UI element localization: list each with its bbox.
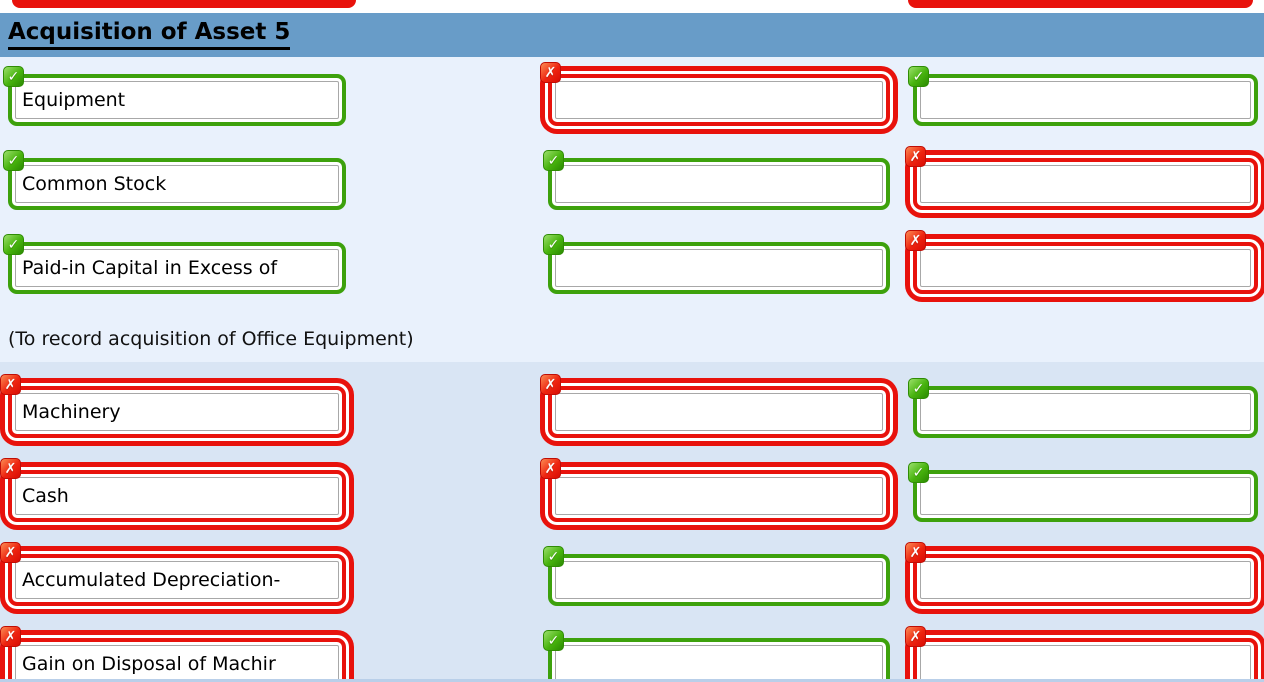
debit-field-cell: ✓ [543, 234, 890, 294]
debit-input[interactable] [555, 393, 883, 431]
x-badge-icon: ✗ [0, 374, 21, 395]
x-badge-icon: ✗ [540, 62, 561, 83]
check-badge-icon: ✓ [543, 150, 564, 171]
credit-field-cell: ✗ [905, 542, 1258, 606]
bottom-border [0, 679, 1264, 682]
debit-field-cell: ✓ [543, 630, 890, 682]
check-badge-icon: ✓ [908, 66, 929, 87]
check-badge-icon: ✓ [543, 546, 564, 567]
check-badge-icon: ✓ [3, 234, 24, 255]
account-field-cell: ✗ Gain on Disposal of Machir [0, 626, 346, 682]
account-input[interactable]: Machinery [15, 393, 339, 431]
debit-input[interactable] [555, 561, 883, 599]
credit-field-cell: ✗ [905, 626, 1258, 682]
x-badge-icon: ✗ [540, 458, 561, 479]
debit-field-cell: ✗ [540, 374, 890, 438]
check-badge-icon: ✓ [543, 234, 564, 255]
credit-field-cell: ✓ [908, 66, 1258, 126]
credit-field-cell: ✓ [908, 462, 1258, 522]
x-badge-icon: ✗ [0, 458, 21, 479]
debit-field-cell: ✗ [540, 62, 890, 126]
journal-row: ✓ Paid-in Capital in Excess of ✓ ✗ [0, 230, 1264, 294]
check-badge-icon: ✓ [3, 150, 24, 171]
entry-note: (To record acquisition of Office Equipme… [8, 328, 414, 350]
check-badge-icon: ✓ [543, 630, 564, 651]
account-input[interactable]: Accumulated Depreciation- [15, 561, 339, 599]
x-badge-icon: ✗ [540, 374, 561, 395]
debit-field-cell: ✗ [540, 458, 890, 522]
x-badge-icon: ✗ [905, 230, 926, 251]
credit-input[interactable] [920, 81, 1251, 119]
account-field-cell: ✗ Machinery [0, 374, 346, 438]
credit-field-cell: ✗ [905, 146, 1258, 210]
clipped-field-fragment-left [12, 0, 356, 8]
credit-input[interactable] [920, 561, 1251, 599]
journal-row: ✗ Cash ✗ ✓ [0, 458, 1264, 522]
account-input[interactable]: Gain on Disposal of Machir [15, 645, 339, 682]
journal-row: ✗ Gain on Disposal of Machir ✓ ✗ [0, 626, 1264, 682]
x-badge-icon: ✗ [905, 146, 926, 167]
credit-input[interactable] [920, 249, 1251, 287]
journal-row: ✗ Accumulated Depreciation- ✓ ✗ [0, 542, 1264, 606]
account-input[interactable]: Cash [15, 477, 339, 515]
x-badge-icon: ✗ [905, 542, 926, 563]
clipped-field-fragment-right [908, 0, 1253, 8]
debit-field-cell: ✓ [543, 546, 890, 606]
page-title: Acquisition of Asset 5 [8, 20, 291, 50]
credit-input[interactable] [920, 477, 1251, 515]
check-badge-icon: ✓ [908, 378, 929, 399]
journal-row: ✗ Machinery ✗ ✓ [0, 374, 1264, 438]
journal-row: ✓ Equipment ✗ ✓ [0, 62, 1264, 126]
journal-entry-1: ✓ Equipment ✗ ✓ ✓ Common Stock ✓ ✗ ✓ Pai… [0, 57, 1264, 352]
debit-input[interactable] [555, 645, 883, 682]
top-clipped-row [0, 0, 1264, 13]
debit-input[interactable] [555, 249, 883, 287]
account-input[interactable]: Paid-in Capital in Excess of [15, 249, 339, 287]
check-badge-icon: ✓ [908, 462, 929, 483]
debit-input[interactable] [555, 165, 883, 203]
check-badge-icon: ✓ [3, 66, 24, 87]
x-badge-icon: ✗ [0, 542, 21, 563]
x-badge-icon: ✗ [0, 626, 21, 647]
journal-entry-2: ✗ Machinery ✗ ✓ ✗ Cash ✗ ✓ ✗ Accumulated… [0, 362, 1264, 682]
debit-input[interactable] [555, 477, 883, 515]
account-field-cell: ✓ Equipment [3, 66, 346, 126]
credit-input[interactable] [920, 393, 1251, 431]
account-field-cell: ✓ Paid-in Capital in Excess of [3, 234, 346, 294]
account-input[interactable]: Common Stock [15, 165, 339, 203]
section-header-bar: Acquisition of Asset 5 [0, 13, 1264, 57]
account-field-cell: ✗ Accumulated Depreciation- [0, 542, 346, 606]
x-badge-icon: ✗ [905, 626, 926, 647]
credit-field-cell: ✓ [908, 378, 1258, 438]
credit-input[interactable] [920, 165, 1251, 203]
journal-row: ✓ Common Stock ✓ ✗ [0, 146, 1264, 210]
account-input[interactable]: Equipment [15, 81, 339, 119]
account-field-cell: ✓ Common Stock [3, 150, 346, 210]
debit-field-cell: ✓ [543, 150, 890, 210]
credit-field-cell: ✗ [905, 230, 1258, 294]
account-field-cell: ✗ Cash [0, 458, 346, 522]
credit-input[interactable] [920, 645, 1251, 682]
debit-input[interactable] [555, 81, 883, 119]
